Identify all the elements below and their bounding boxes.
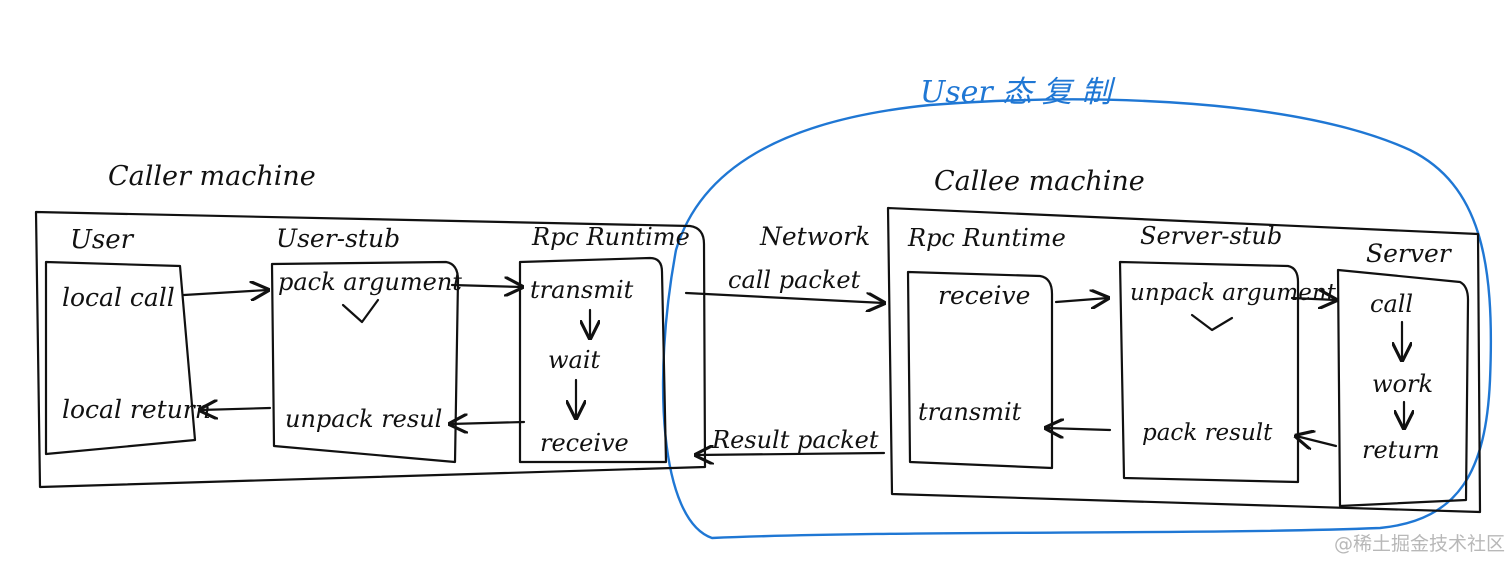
callee-receive-text: receive [938, 281, 1030, 310]
call-packet-label: call packet [728, 266, 861, 294]
callee-runtime-label: Rpc Runtime [907, 224, 1066, 252]
server-stub-label: Server-stub [1140, 222, 1282, 250]
network-label: Network [759, 222, 870, 251]
pack-result-text: pack result [1142, 420, 1273, 446]
user-copy-loop [661, 98, 1493, 540]
server-box [1336, 268, 1470, 508]
callee-runtime-box [906, 270, 1054, 470]
callee-transmit-text: transmit [918, 398, 1022, 426]
unpack-scribble [1190, 313, 1234, 332]
arrow-receive-to-unpack [450, 422, 526, 424]
arrow-pack-to-transmit [1046, 428, 1112, 430]
server-work-text: work [1372, 370, 1433, 398]
caller-runtime-label: Rpc Runtime [531, 223, 690, 251]
local-return-text: local return [62, 395, 211, 424]
server-stub-box [1118, 260, 1300, 484]
callee-machine-title: Callee machine [934, 166, 1145, 197]
arrow-result-packet [696, 453, 886, 455]
user-stub-box [270, 260, 460, 464]
arrow-unpack-to-call [1290, 298, 1336, 300]
arrow-receive-to-unpack-arg [1054, 298, 1108, 302]
unpack-argument-text: unpack argument [1130, 280, 1337, 306]
arrow-return-to-pack [1296, 436, 1338, 446]
callee-machine-box [886, 206, 1482, 514]
server-label: Server [1366, 239, 1453, 268]
wait-text: wait [548, 346, 601, 374]
arrow-pack-to-transmit [450, 285, 522, 287]
transmit-text: transmit [530, 276, 634, 304]
result-packet-label: Result packet [711, 426, 879, 454]
pack-argument-text: pack argument [278, 268, 462, 296]
arrow-call-packet [684, 291, 884, 303]
server-call-text: call [1370, 290, 1413, 318]
annotation-label: User 态 复 制 [920, 75, 1116, 110]
arrow-call-to-pack [182, 290, 268, 295]
user-stub-label: User-stub [276, 224, 400, 253]
user-box [44, 260, 197, 456]
watermark: @稀土掘金技术社区 [1334, 533, 1505, 555]
receive-text: receive [540, 429, 629, 457]
local-call-text: local call [62, 283, 175, 312]
server-return-text: return [1362, 436, 1440, 464]
user-label: User [70, 225, 135, 255]
caller-machine-box [34, 210, 707, 489]
caller-machine-title: Caller machine [108, 161, 316, 192]
caller-runtime-box [518, 256, 668, 464]
unpack-resul-text: unpack resul [285, 405, 442, 433]
pack-scribble [341, 298, 380, 324]
arrow-unpack-to-return [200, 408, 272, 410]
